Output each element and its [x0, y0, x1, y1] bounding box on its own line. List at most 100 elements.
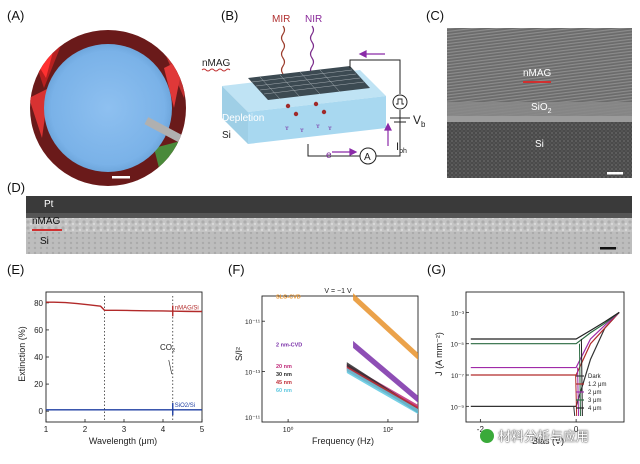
x-tick-label: 0 [574, 425, 579, 434]
ammeter-symbol: A [364, 152, 371, 163]
legend-entry: 4 μm [588, 406, 601, 412]
chart-g-legend: Dark 1.2 μm 2 μm 3 μm 4 μm [576, 374, 606, 412]
chart-g-ylabel: J (A mm⁻²) [434, 332, 444, 376]
panel-e-label: (E) [7, 262, 25, 277]
chart-g-ticks: -2 0 10⁻³ 10⁻⁵ 10⁻⁷ 10⁻⁹ [451, 310, 579, 434]
series-dip-0 [573, 406, 576, 417]
series-band-5 [346, 368, 418, 415]
series-line-1 [470, 311, 620, 376]
y-tick-label: 20 [34, 380, 43, 389]
nmag-underline-c [523, 81, 551, 83]
chart-f-legend: SLG-CVD 2 nm-CVD 20 nm 30 nm 45 nm 60 nm [276, 295, 302, 394]
panel-b-label: (B) [221, 8, 239, 23]
series-dip-4 [580, 338, 583, 417]
panel-c-label: (C) [426, 8, 445, 23]
nmag-label-b: nMAG [202, 58, 231, 69]
legend-entry: 60 nm [276, 388, 292, 394]
x-tick-label: 1 [44, 425, 49, 434]
watermark: 材料分析与应用 [480, 426, 589, 445]
plot-frame [261, 295, 419, 423]
mir-label: MIR [272, 14, 290, 25]
chart-e-ylabel: Extinction (%) [17, 326, 27, 382]
series-dip-3 [578, 343, 581, 417]
x-tick-label: 10⁰ [283, 426, 294, 434]
legend-entry: 20 nm [276, 364, 292, 370]
chart-f-series [346, 293, 418, 415]
x-tick-label: 2 [83, 425, 88, 434]
y-tick-label: 10⁻⁹ [451, 404, 465, 411]
vb-label: Vb [413, 113, 425, 129]
watermark-icon [480, 429, 494, 443]
y-tick-label: 10⁻¹¹ [245, 319, 261, 326]
chart-g-xlabel: Bias (V) [532, 436, 564, 446]
co2-leader [168, 359, 173, 375]
series-label: nMAG/Si [175, 306, 199, 312]
y-tick-label: 10⁻⁷ [451, 373, 465, 380]
series-line-2 [470, 311, 620, 369]
chart-e-ticks: 1 2 3 4 5 0 20 40 60 80 [34, 299, 205, 434]
series-line-3 [470, 311, 620, 345]
y-tick-label: 80 [34, 299, 43, 308]
y-tick-label: 10⁻¹¹ [245, 415, 261, 422]
nir-label: NIR [305, 14, 322, 25]
plot-frame [465, 291, 625, 423]
legend-entry: Dark [588, 374, 602, 380]
nmag-label-c: nMAG [523, 68, 552, 79]
chart-e-series [46, 301, 202, 416]
si-label-d: Si [40, 236, 49, 247]
watermark-text: 材料分析与应用 [498, 430, 590, 445]
svg-text:ɤ: ɤ [316, 124, 320, 130]
legend-entry: 45 nm [276, 380, 292, 386]
si-label-c: Si [535, 139, 544, 150]
chart-g: -2 0 10⁻³ 10⁻⁵ 10⁻⁷ 10⁻⁹ Dark 1.2 μm 2 μm 3 μm 4 … [434, 291, 625, 446]
panel-a-label: (A) [7, 8, 25, 23]
legend-entry: 3 μm [588, 398, 601, 404]
panel-f-label: (F) [228, 262, 245, 277]
x-tick-label: 3 [122, 425, 127, 434]
chart-g-axes [465, 291, 625, 423]
chart-g-series [470, 311, 620, 417]
series-band-0 [353, 293, 418, 360]
legend-entry: 30 nm [276, 372, 292, 378]
panel-g-label: (G) [427, 262, 446, 277]
x-tick-label: -2 [477, 425, 485, 434]
chart-f-top-note: V = −1 V [324, 288, 352, 295]
panel-a-photo [30, 30, 186, 186]
panel-d-label: (D) [7, 180, 26, 195]
series-line-4 [470, 311, 620, 340]
svg-text:ɤ: ɤ [328, 126, 332, 132]
y-tick-label: 0 [39, 407, 44, 416]
y-tick-label: 60 [34, 326, 43, 335]
y-tick-label: 40 [34, 353, 43, 362]
series-label: SiO2/Si [175, 403, 195, 409]
y-tick-label: 10⁻³ [451, 310, 465, 317]
x-tick-label: 5 [200, 425, 205, 434]
depletion-label: Depletion [222, 113, 264, 124]
svg-text:ɤ: ɤ [285, 126, 289, 132]
legend-entry: SLG-CVD [276, 295, 301, 301]
chart-e-co2-annotation: CO2 [160, 343, 175, 354]
chart-f-axes [261, 295, 419, 423]
si-label-b: Si [222, 130, 231, 141]
legend-entry: 2 μm [588, 390, 601, 396]
chart-f-ylabel: S/I² [234, 347, 244, 361]
x-tick-label: 10² [383, 427, 394, 434]
legend-entry: 2 nm-CVD [276, 342, 302, 348]
y-tick-label: 10⁻⁵ [451, 342, 465, 349]
iph-label: Iph [396, 141, 407, 155]
sio2-label-c: SiO2 [531, 102, 552, 115]
x-tick-label: 4 [161, 425, 166, 434]
pt-label-d: Pt [44, 199, 54, 210]
nmag-label-d: nMAG [32, 216, 61, 227]
svg-text:ɤ: ɤ [300, 128, 304, 134]
series-line-0 [46, 301, 202, 313]
nmag-underline-d [32, 229, 62, 231]
legend-entry: 1.2 μm [588, 382, 606, 388]
chart-e-xlabel: Wavelength (μm) [89, 436, 157, 446]
chart-f-xlabel: Frequency (Hz) [312, 436, 374, 446]
